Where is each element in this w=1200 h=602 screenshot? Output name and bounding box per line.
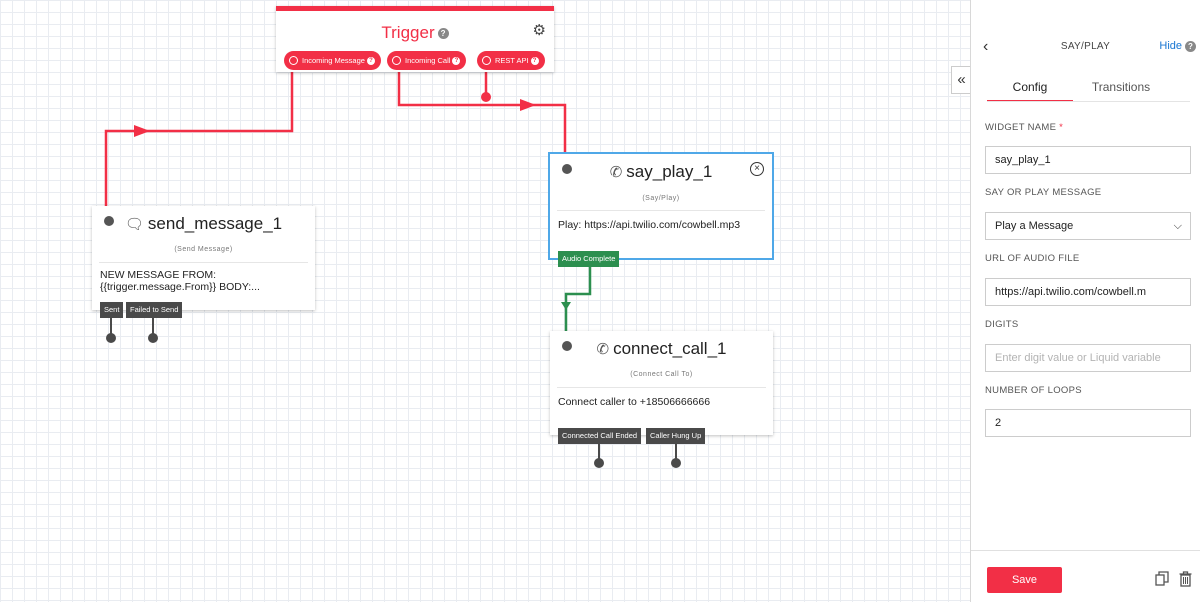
- divider: [557, 210, 765, 211]
- phone-icon: ✆: [609, 164, 623, 181]
- widget-body: Play: https://api.twilio.com/cowbell.mp3: [558, 219, 741, 231]
- port-audio-complete[interactable]: Audio Complete: [558, 251, 620, 267]
- panel-footer: Save: [971, 550, 1200, 602]
- input-port[interactable]: [562, 164, 572, 174]
- digits-label: DIGITS: [985, 319, 1019, 330]
- widget-type: (Send Message): [174, 246, 233, 253]
- chevron-down-icon: ⌵: [1173, 220, 1182, 232]
- widget-name-label: WIDGET NAME: [985, 122, 1057, 133]
- port-ring-icon: [289, 56, 298, 65]
- widget-say-play[interactable]: × ✆say_play_1 (Say/Play) Play: https://a…: [548, 152, 774, 260]
- wire-arrow-left: [134, 125, 150, 137]
- widget-send-message[interactable]: 🗨send_message_1 (Send Message) NEW MESSA…: [92, 206, 315, 310]
- port-failed-to-send[interactable]: Failed to Send: [126, 302, 183, 318]
- trash-icon[interactable]: [1179, 571, 1192, 587]
- help-icon[interactable]: ?: [437, 28, 449, 39]
- duplicate-icon[interactable]: [1155, 571, 1169, 587]
- audio-url-field[interactable]: https://api.twilio.com/cowbell.m: [985, 278, 1191, 306]
- help-icon[interactable]: ?: [452, 57, 461, 65]
- help-icon[interactable]: ?: [1185, 41, 1196, 52]
- wire-incoming-call: [397, 64, 567, 153]
- loops-label: NUMBER OF LOOPS: [985, 385, 1082, 396]
- collapse-panel-button[interactable]: «: [951, 66, 971, 94]
- widget-connect-call[interactable]: ✆connect_call_1 (Connect Call To) Connec…: [550, 331, 773, 435]
- widget-name: send_message_1: [147, 214, 283, 233]
- hide-panel-link[interactable]: Hide: [1159, 40, 1182, 52]
- wire-arrow-down: [561, 302, 571, 310]
- gear-icon[interactable]: ⚙: [532, 22, 546, 39]
- failed-endpoint: [148, 333, 158, 343]
- chat-icon: 🗨: [124, 216, 144, 233]
- widget-body: Connect caller to +18506666666: [558, 396, 711, 408]
- flow-canvas[interactable]: Trigger? ⚙ Incoming Message? Incoming Ca…: [0, 0, 970, 602]
- hung-up-endpoint: [671, 458, 681, 468]
- port-rest-api[interactable]: REST API?: [477, 51, 545, 70]
- tabs-divider: [987, 101, 1190, 102]
- loops-field[interactable]: 2: [985, 409, 1191, 437]
- wire-arrow-right: [520, 99, 536, 111]
- divider: [557, 387, 766, 388]
- port-ring-icon: [482, 56, 491, 65]
- port-caller-hung-up[interactable]: Caller Hung Up: [646, 428, 706, 444]
- help-icon[interactable]: ?: [366, 57, 375, 65]
- widget-name: connect_call_1: [613, 339, 727, 358]
- input-port[interactable]: [104, 216, 114, 226]
- port-sent[interactable]: Sent: [100, 302, 124, 318]
- widget-type: (Say/Play): [642, 195, 680, 202]
- panel-title: SAY/PLAY: [1060, 41, 1111, 52]
- port-ring-icon: [392, 56, 401, 65]
- say-play-select[interactable]: Play a Message ⌵: [985, 212, 1191, 240]
- trigger-title: Trigger: [381, 23, 435, 42]
- wire-incoming-message: [104, 64, 294, 208]
- sent-endpoint: [106, 333, 116, 343]
- say-play-selected-value: Play a Message: [995, 220, 1074, 232]
- wire-audio-complete: [564, 266, 592, 332]
- divider: [99, 262, 308, 263]
- port-connected-call-ended[interactable]: Connected Call Ended: [558, 428, 642, 444]
- rest-api-endpoint: [481, 92, 491, 102]
- widget-type: (Connect Call To): [630, 371, 693, 378]
- required-marker: *: [1059, 122, 1064, 133]
- digits-field[interactable]: Enter digit value or Liquid variable: [985, 344, 1191, 372]
- connected-ended-endpoint: [594, 458, 604, 468]
- tab-transitions[interactable]: Transitions: [1091, 80, 1151, 94]
- widget-body: NEW MESSAGE FROM: {{trigger.message.From…: [100, 269, 260, 293]
- widget-name-field[interactable]: say_play_1: [985, 146, 1191, 174]
- port-incoming-call[interactable]: Incoming Call?: [387, 51, 467, 70]
- widget-name: say_play_1: [626, 162, 713, 181]
- audio-url-label: URL OF AUDIO FILE: [985, 253, 1080, 264]
- trigger-widget[interactable]: Trigger? ⚙ Incoming Message? Incoming Ca…: [276, 6, 554, 72]
- panel-tabs: Config Transitions: [987, 80, 1187, 102]
- back-icon[interactable]: ‹: [983, 38, 989, 55]
- input-port[interactable]: [562, 341, 572, 351]
- save-button[interactable]: Save: [987, 567, 1062, 593]
- say-play-label: SAY OR PLAY MESSAGE: [985, 187, 1102, 198]
- connection-wires: [104, 64, 681, 468]
- tab-config[interactable]: Config: [987, 80, 1073, 102]
- phone-icon: ✆: [596, 341, 610, 358]
- config-panel: ‹ SAY/PLAY Hide ? Config Transitions WID…: [970, 0, 1200, 602]
- help-icon[interactable]: ?: [530, 57, 539, 65]
- close-icon[interactable]: ×: [750, 162, 764, 176]
- port-incoming-message[interactable]: Incoming Message?: [284, 51, 381, 70]
